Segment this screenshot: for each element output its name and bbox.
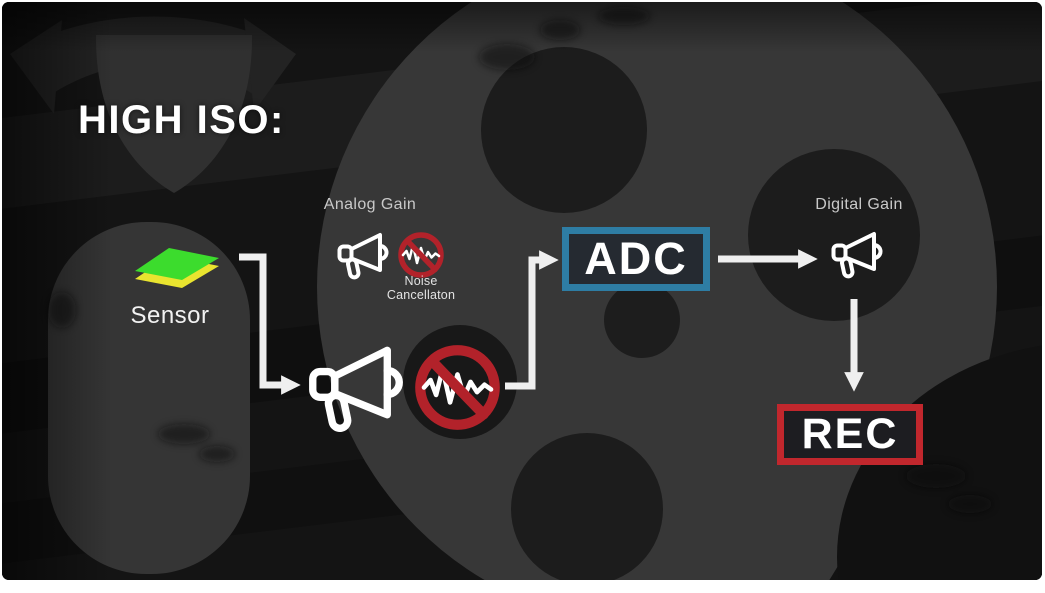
adc-box: ADC [562,227,710,291]
noise-cancellation-line1: Noise [404,274,438,288]
top-vignette [2,2,1042,52]
rec-label: REC [801,410,899,458]
main-megaphone-icon [313,350,399,429]
page-title: HIGH ISO: [78,98,285,142]
main-noise-cancellation-icon [420,350,494,424]
diagram-layer [135,232,883,580]
analog-gain-megaphone-icon [337,233,389,281]
adc-label: ADC [584,233,688,284]
arrow-sensor-to-analog-gain [239,253,301,395]
noise-cancellation-line2: Cancellaton [386,287,456,302]
noise-cancellation-label: Noise Cancellaton [368,274,474,302]
video-frame: HIGH ISO: Sensor Analog Gain Noise Cance… [2,2,1042,580]
rec-box: REC [777,404,923,465]
analog-noise-cancellation-icon [401,235,441,275]
left-vignette [2,2,112,580]
sensor-chip-icon [135,248,219,288]
arrow-analog-gain-to-adc [505,250,559,390]
digital-gain-megaphone-icon [831,232,883,280]
digital-gain-label: Digital Gain [815,196,903,213]
analog-gain-label: Analog Gain [323,196,417,213]
sensor-label: Sensor [130,302,210,329]
